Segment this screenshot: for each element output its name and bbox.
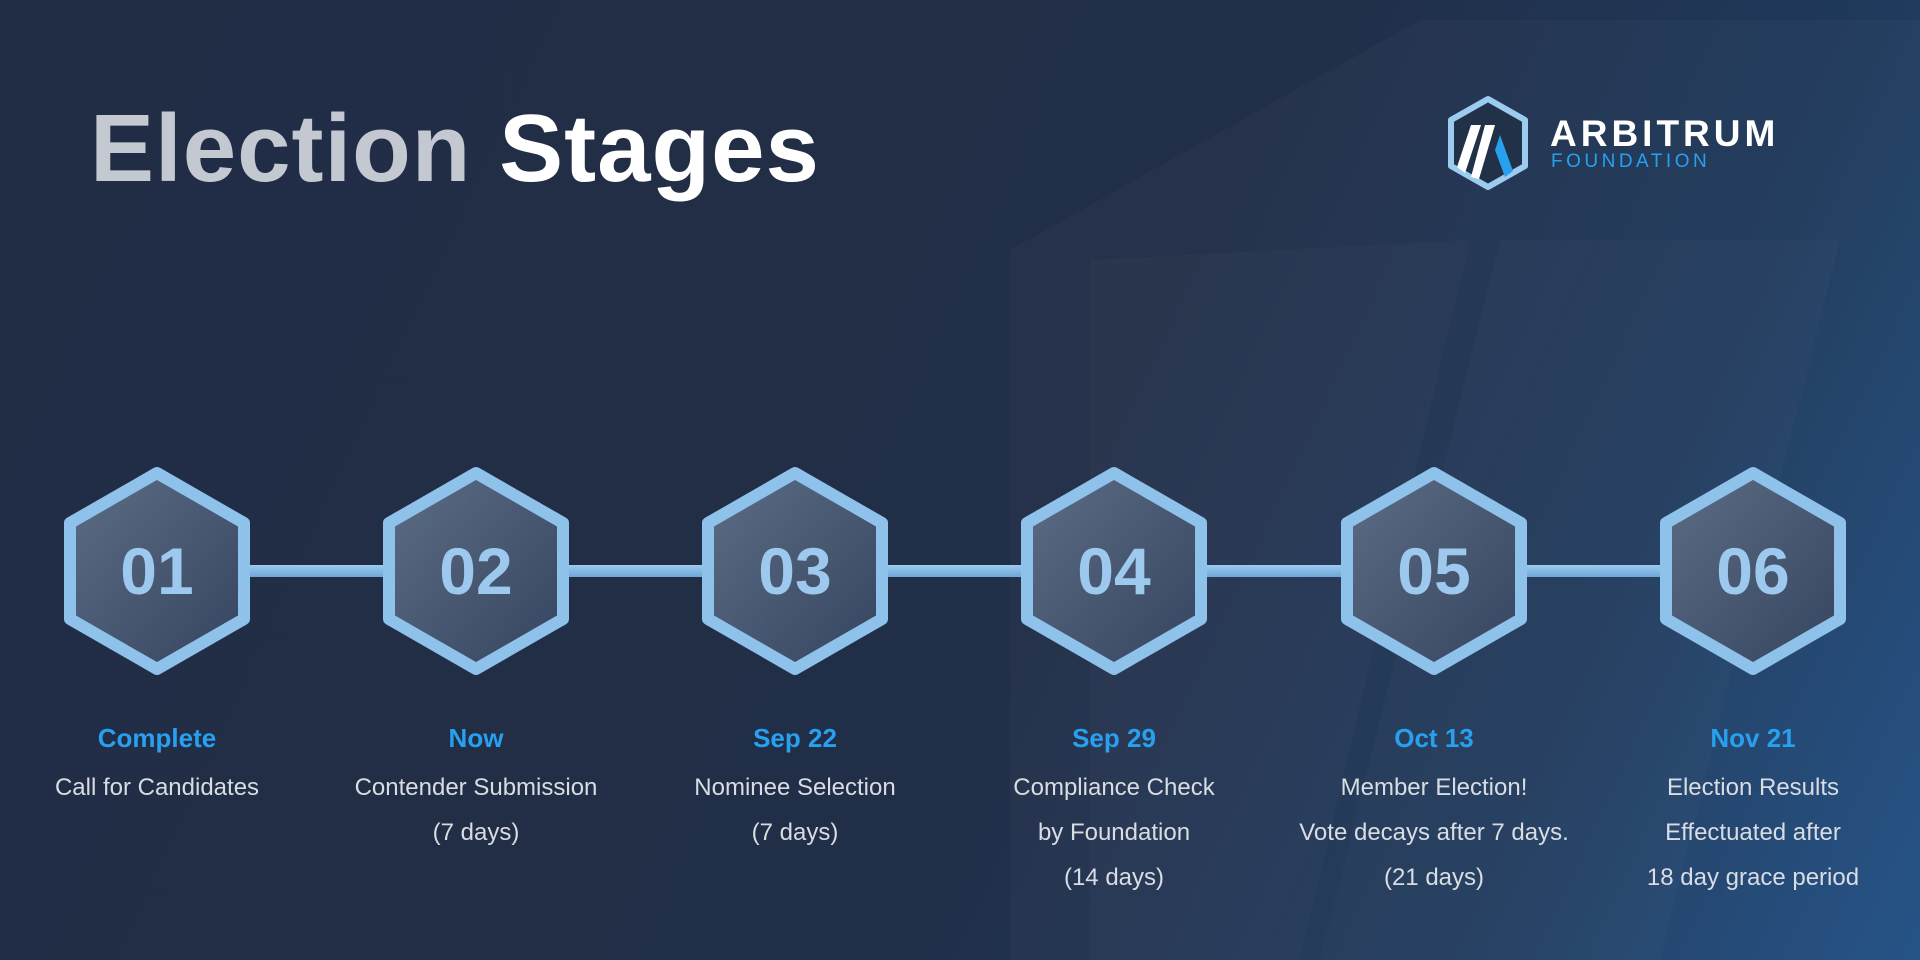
stage-description-line: Contender Submission	[354, 774, 598, 801]
stage-description-line: Effectuated after	[1665, 819, 1841, 846]
stage-number: 05	[1397, 534, 1471, 608]
stage-date: Complete	[97, 723, 217, 753]
stage-description: Contender Submission (7 days)	[316, 765, 636, 855]
stage-description: Member Election! Vote decays after 7 days…	[1274, 765, 1594, 900]
stage-description-line: Vote decays after 7 days.	[1299, 819, 1569, 846]
arbitrum-foundation-logo: ARBITRUM FOUNDATION	[1445, 95, 1825, 191]
connector-line	[566, 565, 705, 577]
connector-line	[885, 565, 1024, 577]
stage-description-line: 18 day grace period	[1646, 864, 1860, 891]
stage-description-line: (21 days)	[1383, 864, 1485, 891]
hexagon-icon	[1341, 467, 1527, 675]
hexagon-icon	[383, 467, 569, 675]
connector-line	[247, 565, 386, 577]
stage-description-line: by Foundation	[1037, 819, 1191, 846]
stage-date: Now	[448, 723, 504, 753]
stage-number: 02	[439, 534, 513, 608]
hexagon-icon	[1021, 467, 1207, 675]
stage-number: 04	[1077, 534, 1151, 608]
stage-description: Call for Candidates	[0, 765, 317, 810]
connector-line	[1524, 565, 1663, 577]
stage-description-line: (7 days)	[432, 819, 520, 846]
stage-date: Sep 29	[1072, 723, 1156, 753]
stage-description-line: (7 days)	[751, 819, 839, 846]
stage-description-line: Election Results	[1666, 774, 1840, 801]
stage-date: Oct 13	[1394, 723, 1474, 753]
hexagon-icon	[702, 467, 888, 675]
stage-description-line: (14 days)	[1063, 864, 1165, 891]
hexagon-icon	[1660, 467, 1846, 675]
page-title: Election Stages	[90, 95, 820, 202]
stage-description: Nominee Selection (7 days)	[635, 765, 955, 855]
stage-description-line: Compliance Check	[1013, 774, 1215, 801]
connector-line	[1204, 565, 1344, 577]
stage-description-line: Member Election!	[1340, 774, 1528, 801]
stage-description: Compliance Check by Foundation (14 days)	[954, 765, 1274, 900]
logo-name: ARBITRUM	[1550, 113, 1780, 154]
stage-number: 03	[758, 534, 832, 608]
stage-date: Sep 22	[753, 723, 837, 753]
arbitrum-hexagon-icon	[1448, 96, 1528, 190]
stage-description-line: Call for Candidates	[54, 774, 260, 801]
stage-number: 06	[1716, 534, 1790, 608]
logo-subtitle: FOUNDATION	[1551, 151, 1711, 172]
stage-number: 01	[120, 534, 194, 608]
hexagon-icon	[64, 467, 250, 675]
stage-date: Nov 21	[1710, 723, 1796, 753]
stage-description-line: Nominee Selection	[694, 774, 896, 801]
